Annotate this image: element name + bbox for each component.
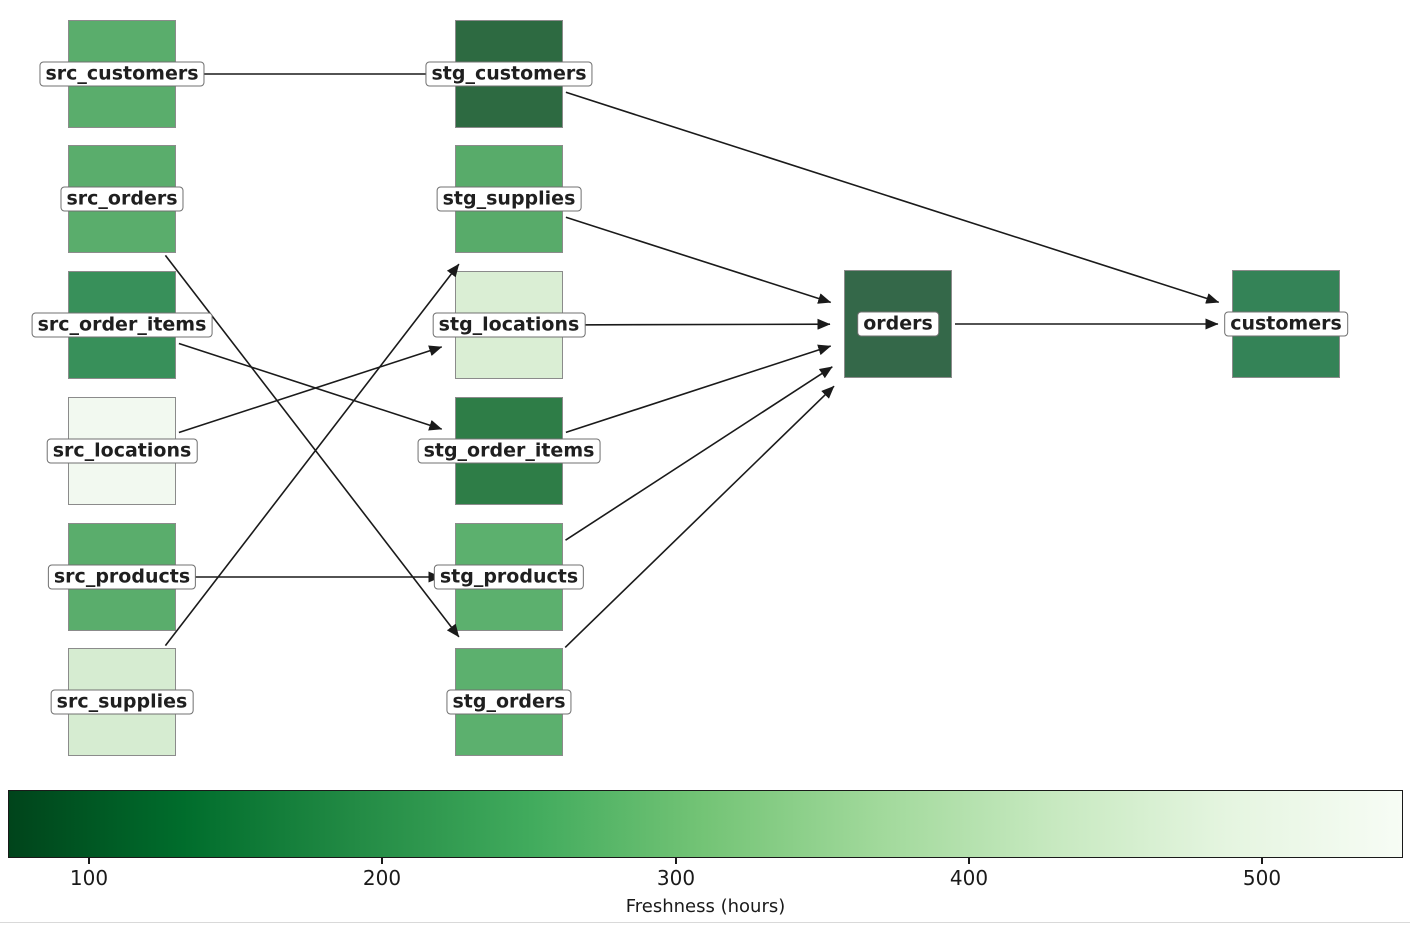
node-label-stg_products: stg_products [433,564,585,590]
colorbar-tick-label: 400 [949,866,989,890]
node-label-stg_supplies: stg_supplies [436,186,582,212]
colorbar-tick-label: 200 [362,866,402,890]
node-label-stg_customers: stg_customers [425,61,593,87]
node-label-stg_order_items: stg_order_items [417,438,601,464]
node-label-src_customers: src_customers [39,61,205,87]
node-label-orders: orders [857,311,939,337]
colorbar-tick-label: 300 [656,866,696,890]
node-label-src_order_items: src_order_items [31,312,213,338]
node-label-customers: customers [1224,311,1348,337]
node-label-src_locations: src_locations [46,438,198,464]
colorbar-tick-label: 100 [69,866,109,890]
colorbar-tick [1261,858,1263,864]
colorbar-tick [675,858,677,864]
colorbar-tick [968,858,970,864]
node-label-src_orders: src_orders [60,186,184,212]
node-label-src_products: src_products [47,564,197,590]
node-label-stg_orders: stg_orders [446,689,572,715]
freshness-colorbar [8,790,1403,858]
node-label-src_supplies: src_supplies [50,689,194,715]
colorbar-axis-label: Freshness (hours) [625,896,786,917]
colorbar-tick-label: 500 [1242,866,1282,890]
node-label-stg_locations: stg_locations [432,312,586,338]
figure-bottom-edge [0,922,1410,923]
colorbar-tick [381,858,383,864]
colorbar-tick [88,858,90,864]
